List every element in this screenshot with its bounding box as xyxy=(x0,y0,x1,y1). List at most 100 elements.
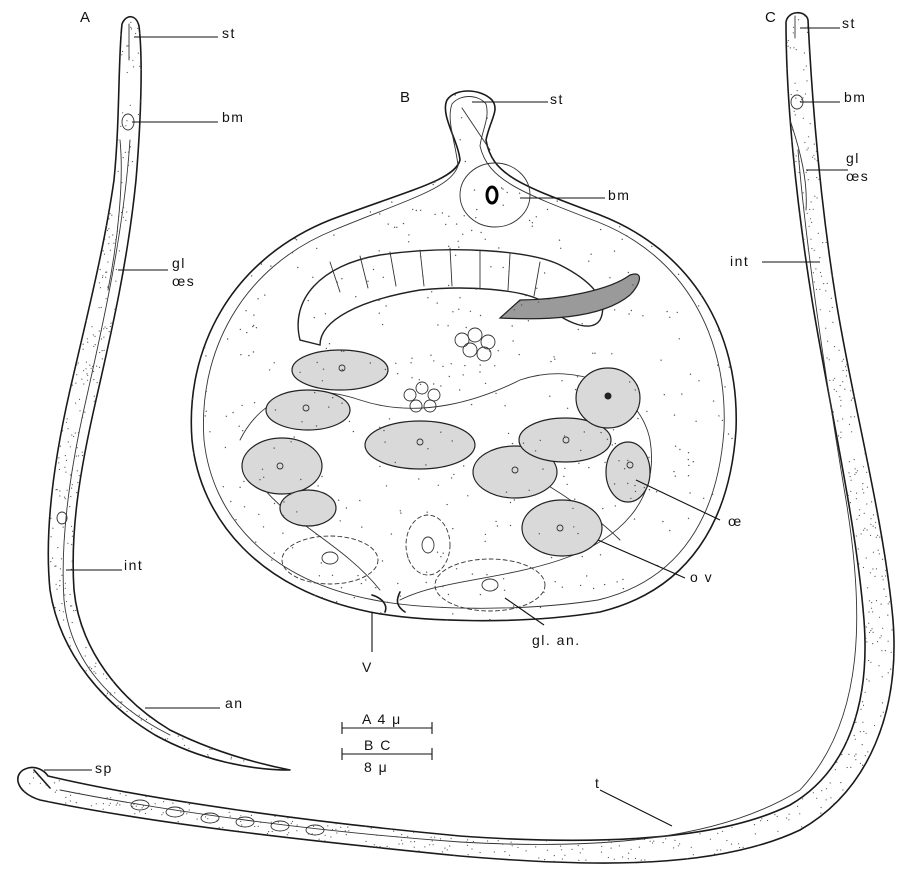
stipple-dot xyxy=(611,842,612,843)
stipple-dot xyxy=(861,533,862,534)
stipple-dot xyxy=(870,662,871,663)
stipple-dot xyxy=(608,840,609,841)
stipple-dot xyxy=(582,556,583,557)
stipple-dot xyxy=(601,852,602,853)
stipple-dot xyxy=(434,182,435,183)
stipple-dot xyxy=(787,42,788,43)
stipple-dot xyxy=(340,520,341,521)
stipple-dot xyxy=(634,518,635,519)
stipple-dot xyxy=(843,370,844,371)
stipple-dot xyxy=(102,275,103,276)
stipple-dot xyxy=(818,233,819,234)
stipple-dot xyxy=(83,349,84,350)
stipple-dot xyxy=(862,489,863,490)
stipple-dot xyxy=(717,850,718,851)
stipple-dot xyxy=(346,834,347,835)
stipple-dot xyxy=(71,488,72,489)
stipple-dot xyxy=(193,452,194,453)
stipple-dot xyxy=(614,250,615,251)
stipple-dot xyxy=(314,317,315,318)
stipple-dot xyxy=(674,840,675,841)
stipple-dot xyxy=(75,403,76,404)
stipple-dot xyxy=(868,623,869,624)
stipple-dot xyxy=(431,538,432,539)
stipple-dot xyxy=(109,331,110,332)
stipple-dot xyxy=(313,826,314,827)
stipple-dot xyxy=(58,457,59,458)
stipple-dot xyxy=(494,851,495,852)
stipple-dot xyxy=(365,826,366,827)
stipple-dot xyxy=(663,842,664,843)
stipple-dot xyxy=(57,547,58,548)
figure-a-worm xyxy=(48,17,290,770)
stipple-dot xyxy=(664,394,665,395)
stipple-dot xyxy=(600,432,601,433)
stipple-dot xyxy=(449,845,450,846)
stipple-dot xyxy=(630,498,631,499)
stipple-dot xyxy=(619,845,620,846)
stipple-dot xyxy=(128,152,129,153)
stipple-dot xyxy=(370,211,371,212)
stipple-dot xyxy=(349,421,350,422)
stipple-dot xyxy=(627,460,628,461)
stipple-dot xyxy=(860,731,861,732)
stipple-dot xyxy=(270,400,271,401)
stipple-dot xyxy=(107,261,108,262)
stipple-dot xyxy=(65,802,66,803)
stipple-dot xyxy=(869,632,870,633)
stipple-dot xyxy=(125,125,126,126)
stipple-dot xyxy=(588,261,589,262)
stipple-dot xyxy=(64,467,65,468)
stipple-dot xyxy=(271,822,272,823)
stipple-dot xyxy=(111,215,112,216)
stipple-dot xyxy=(739,847,740,848)
stipple-dot xyxy=(115,281,116,282)
stipple-dot xyxy=(878,665,879,666)
stipple-dot xyxy=(679,449,680,450)
stipple-dot xyxy=(72,536,73,537)
stipple-dot xyxy=(564,468,565,469)
stipple-dot xyxy=(325,313,326,314)
stipple-dot xyxy=(269,369,270,370)
stipple-dot xyxy=(109,236,110,237)
stipple-dot xyxy=(243,481,244,482)
stipple-dot xyxy=(296,511,297,512)
stipple-dot xyxy=(547,209,548,210)
stipple-dot xyxy=(495,521,496,522)
stipple-dot xyxy=(567,484,568,485)
stipple-dot xyxy=(118,171,119,172)
stipple-dot xyxy=(149,717,150,718)
stipple-dot xyxy=(387,846,388,847)
stipple-dot xyxy=(811,248,812,249)
stipple-dot xyxy=(818,179,819,180)
stipple-dot xyxy=(580,450,581,451)
stipple-dot xyxy=(336,832,337,833)
stipple-dot xyxy=(475,217,476,218)
stipple-dot xyxy=(856,472,857,473)
stipple-dot xyxy=(512,845,513,846)
stipple-dot xyxy=(514,309,515,310)
stipple-dot xyxy=(186,813,187,814)
stipple-dot xyxy=(852,398,853,399)
stipple-dot xyxy=(425,464,426,465)
stipple-dot xyxy=(882,559,883,560)
stipple-dot xyxy=(135,33,136,34)
stipple-dot xyxy=(72,561,73,562)
stipple-dot xyxy=(611,848,612,849)
stipple-dot xyxy=(206,391,207,392)
stipple-dot xyxy=(675,446,676,447)
stipple-dot xyxy=(846,364,847,365)
stipple-dot xyxy=(342,369,343,370)
stipple-dot xyxy=(628,313,629,314)
stipple-dot xyxy=(639,847,640,848)
stipple-dot xyxy=(117,226,118,227)
stipple-dot xyxy=(239,426,240,427)
stipple-dot xyxy=(248,355,249,356)
stipple-dot xyxy=(870,518,871,519)
stipple-dot xyxy=(416,210,417,211)
stipple-dot xyxy=(535,450,536,451)
stipple-dot xyxy=(345,830,346,831)
stipple-dot xyxy=(385,305,386,306)
stipple-dot xyxy=(586,575,587,576)
stipple-dot xyxy=(231,758,232,759)
